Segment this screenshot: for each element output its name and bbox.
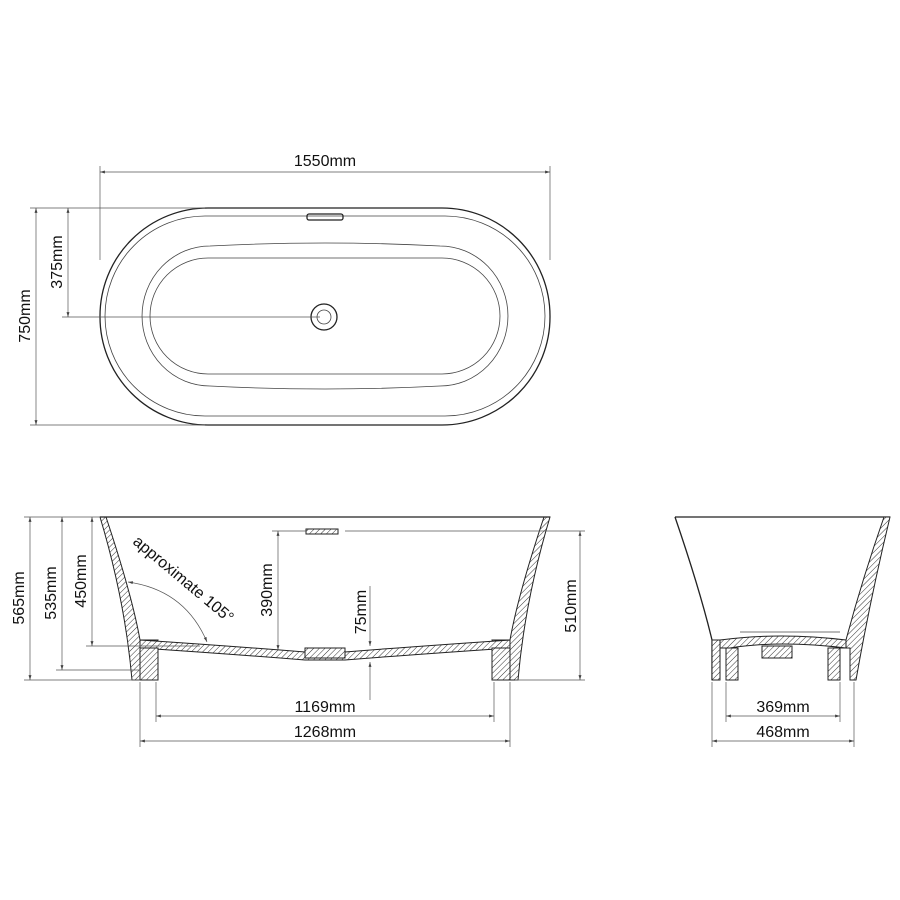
rim-height-label: 535mm <box>43 566 60 619</box>
total-height-label: 565mm <box>11 571 28 624</box>
tub-inner-rim <box>104 215 546 417</box>
side-overflow <box>305 528 339 535</box>
end-base-inner-width-label: 369mm <box>756 699 809 716</box>
end-view: 369mm 468mm <box>674 516 891 747</box>
side-drain-fitting <box>304 647 346 659</box>
overflow-height-label: 510mm <box>563 579 580 632</box>
end-drain-fitting <box>761 645 793 659</box>
side-view: approximate 105° 565mm 535mm 450mm 390mm… <box>11 516 585 747</box>
base-outer-length-label: 1268mm <box>294 724 356 741</box>
tub-outer-rim <box>99 207 551 426</box>
top-view: 1550mm 750mm 375mm <box>17 153 551 426</box>
base-height-label: 75mm <box>353 590 370 634</box>
inner-depth-label: 450mm <box>73 554 90 607</box>
overflow-slot <box>306 213 344 221</box>
end-shell-left <box>674 516 713 680</box>
end-left-foot <box>725 647 739 681</box>
end-shell-right-section <box>839 516 891 681</box>
length-label: 1550mm <box>294 153 356 170</box>
angle-arc <box>127 581 208 643</box>
drain-offset-label: 375mm <box>49 235 66 288</box>
right-foot <box>491 647 511 681</box>
water-depth-label: 390mm <box>259 563 276 616</box>
end-base-outer-width-label: 468mm <box>756 724 809 741</box>
left-foot <box>139 647 159 681</box>
end-right-foot <box>827 647 841 681</box>
tub-basin-outline <box>141 242 509 390</box>
base-inner-length-label: 1169mm <box>294 699 355 716</box>
wall-angle-label: approximate 105° <box>129 533 236 627</box>
end-basin-floor <box>719 635 847 649</box>
width-label: 750mm <box>17 289 34 342</box>
tub-basin-floor <box>149 257 501 375</box>
